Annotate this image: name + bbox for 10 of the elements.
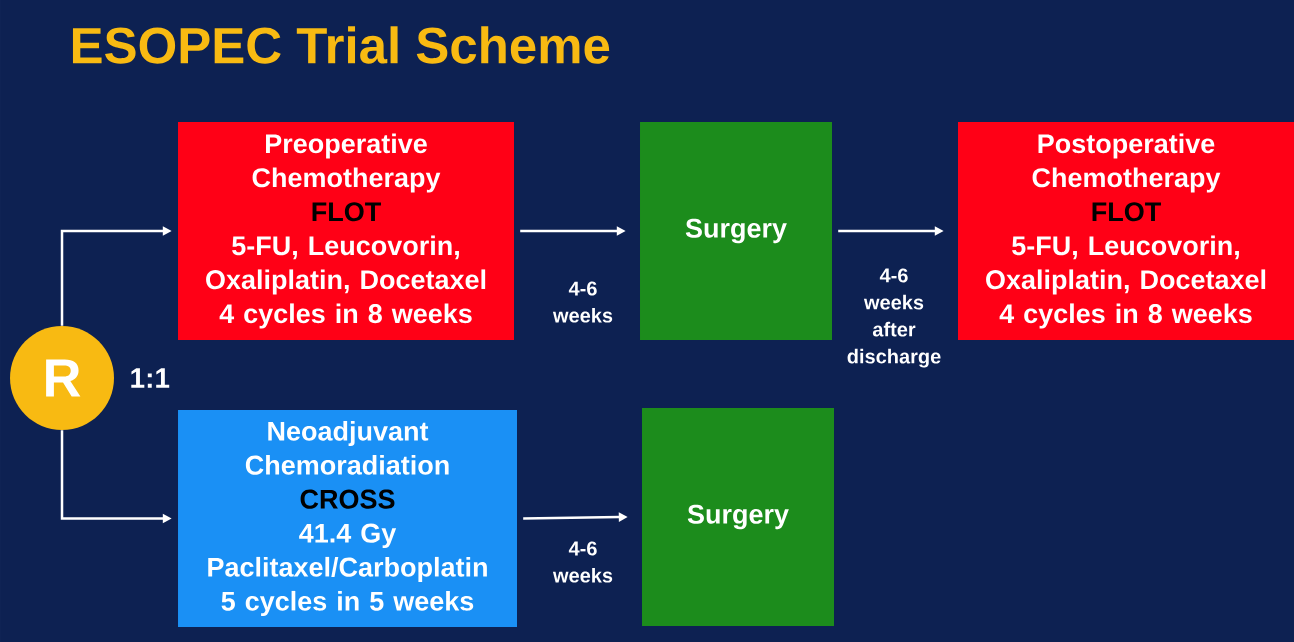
edge-label: 4-6 weeks [552,541,613,583]
edge-label: 4-6 weeks [552,281,613,323]
surgery-box: Surgery [642,408,834,626]
treatment-box: Neoadjuvant Chemoradiation CROSS 41.4 Gy Paclitaxel/Carboplatin 5 cycles in 5 weeks [178,410,517,627]
treatment-box: Postoperative Chemotherapy FLOT 5-FU, Leucovorin, Oxaliplatin, Docetaxel 4 cycles in 8 weeks [958,122,1294,340]
title: ESOPEC Trial Scheme [72,26,610,64]
surgery-box: Surgery [640,122,832,340]
treatment-box: Preoperative Chemotherapy FLOT 5-FU, Leucovorin, Oxaliplatin, Docetaxel 4 cycles in 8 weeks [178,122,514,340]
edge-label: 4-6 weeks after discharge [847,268,941,368]
ratio-label: 1:1 [131,368,170,388]
